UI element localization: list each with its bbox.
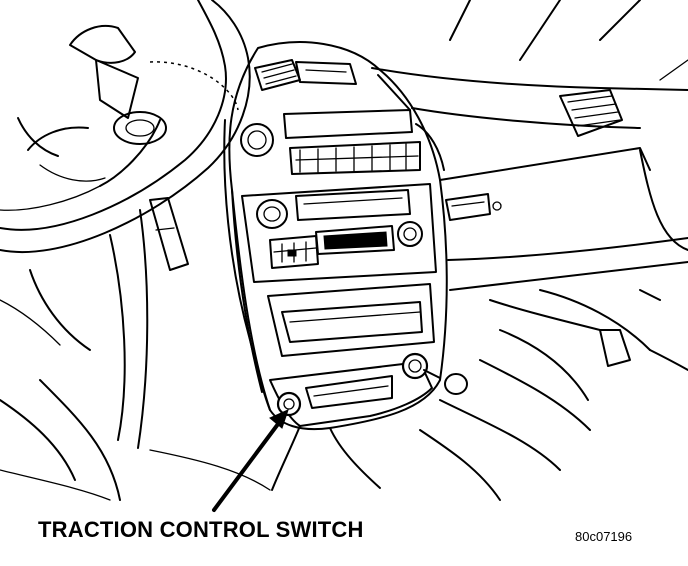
- instrument-panel-right: [371, 0, 688, 291]
- figure-id: 80c07196: [575, 529, 633, 544]
- floor-console: [0, 289, 688, 501]
- callout-arrow: [212, 409, 289, 512]
- traction-control-switch: [276, 391, 302, 417]
- steering-wheel: [0, 0, 251, 254]
- center-stack-bezel: [223, 41, 448, 431]
- callout-label: TRACTION CONTROL SWITCH: [38, 517, 364, 542]
- lower-switch-panel: [269, 352, 468, 427]
- steering-column-shroud: [0, 197, 189, 501]
- radio-top-controls: [240, 109, 421, 175]
- power-outlet: [401, 352, 468, 395]
- lower-storage-bin: [267, 283, 435, 357]
- radio-cassette-unit: [241, 183, 437, 283]
